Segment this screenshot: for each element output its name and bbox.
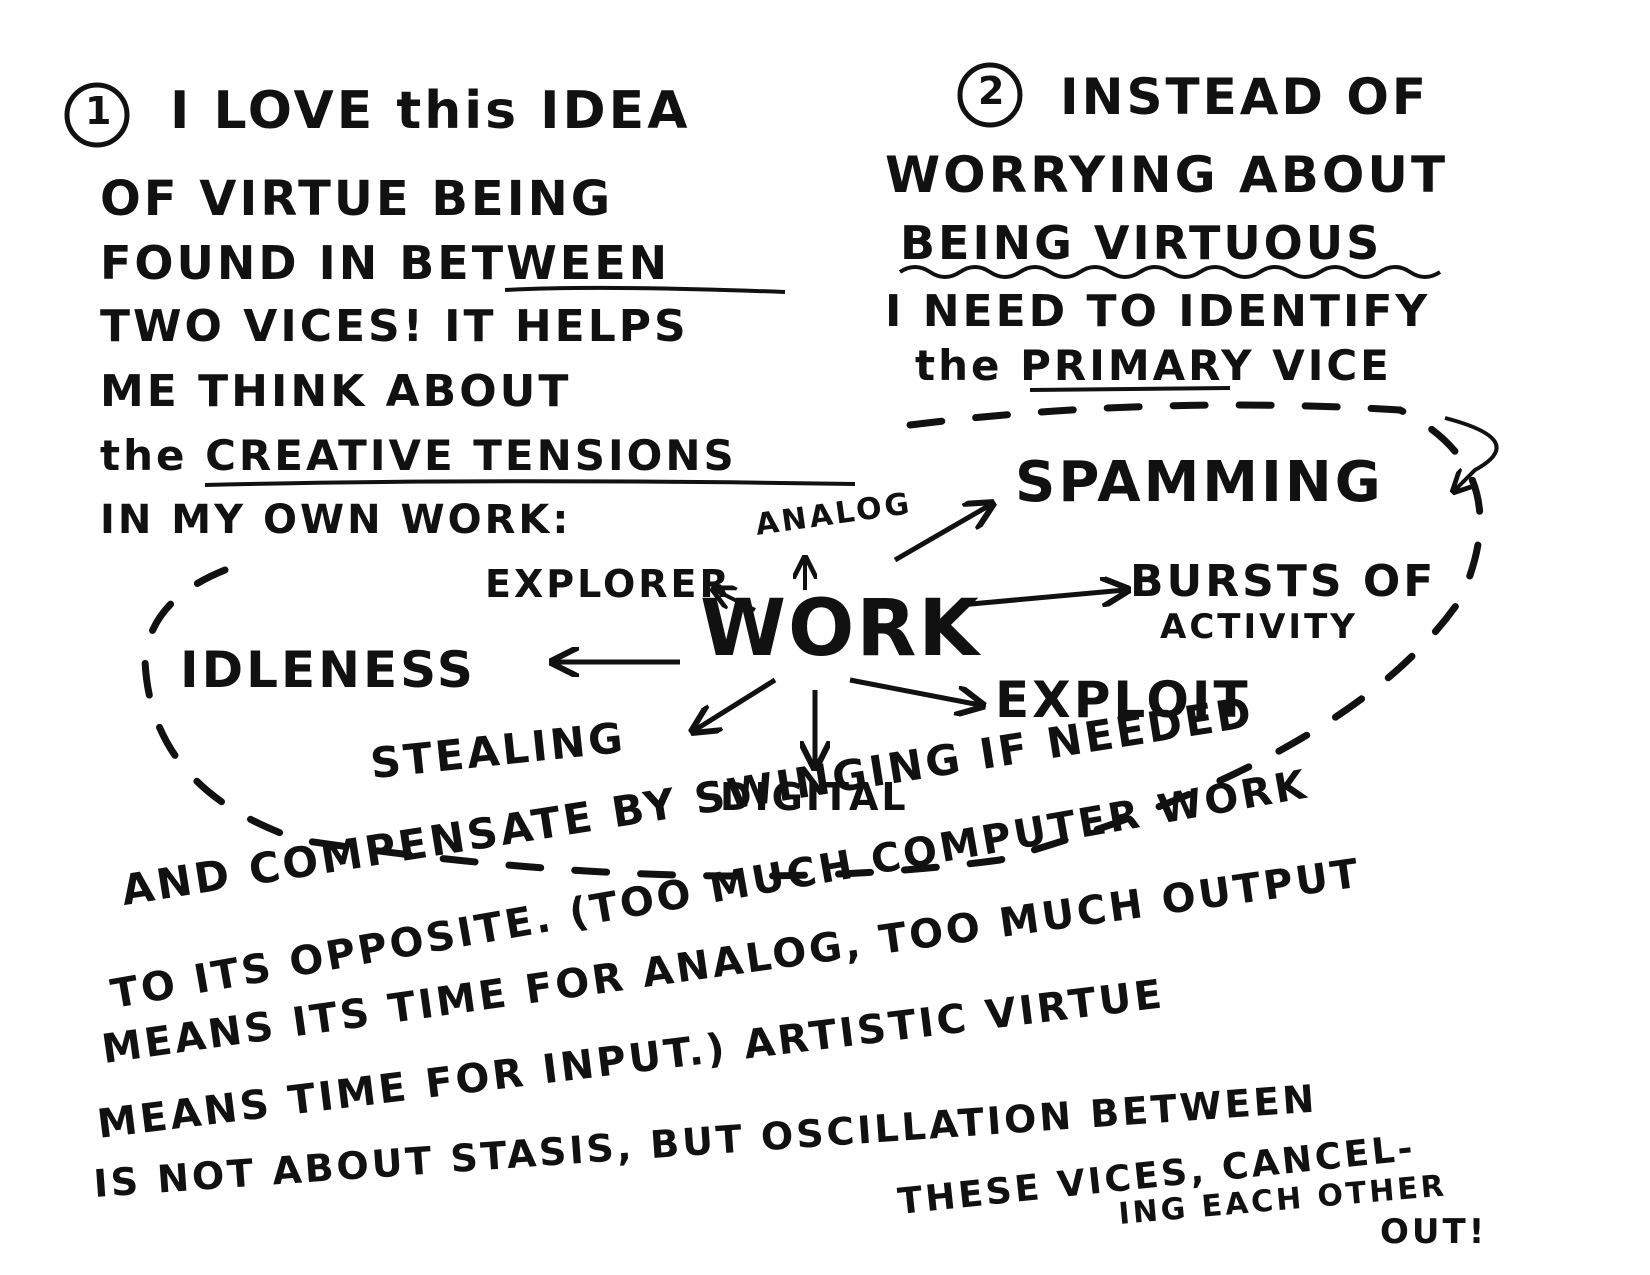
wavy-underline-virtuous	[898, 265, 1442, 279]
note-left-line-1: I LOVE this IDEA	[170, 81, 691, 141]
diagram-bursts-line-1: BURSTS OF	[1130, 556, 1437, 607]
note-right-line-4: I NEED TO IDENTIFY	[885, 286, 1431, 337]
diagram-idleness: IDLENESS	[180, 641, 476, 699]
note-left-line-4: TWO VICES! IT HELPS	[100, 301, 689, 352]
note-left-line-6: the CREATIVE TENSIONS	[100, 431, 737, 480]
note-left-line-3: FOUND IN BETWEEN	[100, 236, 671, 290]
diagram-bursts-line-2: ACTIVITY	[1160, 607, 1358, 647]
diagram-explorer: EXPLORER	[485, 562, 732, 606]
note-right-line-1: INSTEAD OF	[1060, 68, 1429, 126]
note-bottom-line-8: OUT!	[1380, 1212, 1488, 1252]
note-right-number: 2	[978, 69, 1008, 113]
diagram-digital: DIGITAL	[720, 775, 909, 819]
arrow-to-explorer	[715, 590, 756, 612]
note-left-line-2: OF VIRTUE BEING	[100, 171, 614, 227]
note-right-line-2: WORRYING ABOUT	[885, 146, 1449, 204]
underline-creative-tensions	[204, 479, 856, 487]
note-right-line-3: BEING VIRTUOUS	[900, 216, 1383, 270]
spamming-hook-arrow	[1444, 416, 1499, 490]
underline-primary	[1029, 386, 1231, 392]
circle-one-icon	[64, 82, 130, 148]
note-left-number: 1	[85, 89, 115, 133]
arrow-to-bursts	[959, 590, 1125, 608]
arrow-to-stealing	[695, 677, 777, 730]
diagram-spamming: SPAMMING	[1015, 450, 1384, 515]
dashed-loop	[141, 401, 1484, 880]
note-right-line-5: the PRIMARY VICE	[915, 341, 1392, 390]
arrow-to-spamming	[893, 505, 990, 563]
note-left-line-7: IN MY OWN WORK:	[100, 497, 572, 543]
circle-two-icon	[957, 62, 1023, 128]
diagram-center-work: WORK	[700, 584, 981, 674]
underline-between	[504, 285, 786, 294]
note-left-line-5: ME THINK ABOUT	[100, 366, 572, 417]
diagram-exploit: EXPLOIT	[995, 671, 1251, 729]
arrow-to-exploit	[849, 677, 980, 705]
